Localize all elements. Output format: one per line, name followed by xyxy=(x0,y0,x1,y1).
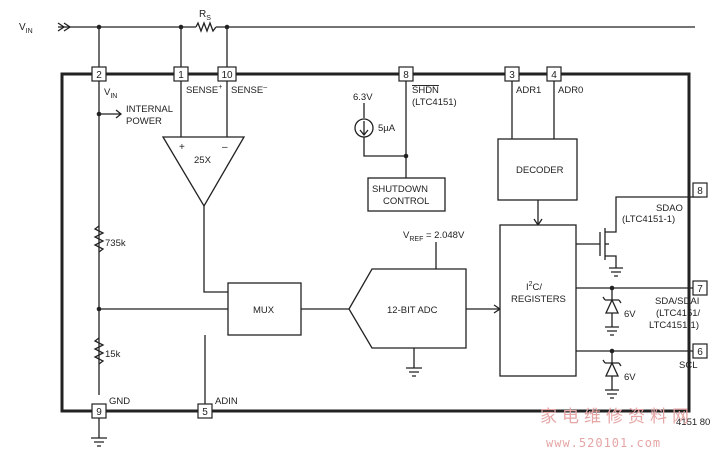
pin-1-number: 1 xyxy=(178,70,184,81)
decoder-block xyxy=(497,138,578,201)
sdao-label-1: SDAO xyxy=(656,203,683,214)
vin-arrow-icon xyxy=(57,22,72,32)
internal-power-label-1: INTERNAL xyxy=(126,104,173,115)
sdao-label-2: (LTC4151-1) xyxy=(622,214,675,225)
internal-power-label-2: POWER xyxy=(126,116,162,127)
pin-7 xyxy=(692,280,708,296)
pin-9-number: 9 xyxy=(96,407,102,418)
adc-output-arrow xyxy=(466,304,502,314)
adc-label: 12-BIT ADC xyxy=(387,305,438,316)
sda-label-2: (LTC4151/ xyxy=(656,308,701,319)
vin-pin-label: VIN xyxy=(104,87,117,100)
internal-power-arrow-icon xyxy=(99,109,123,119)
adr1-label: ADR1 xyxy=(516,85,541,96)
amplifier-25x xyxy=(161,136,246,208)
zener-6v-sda-label: 6V xyxy=(624,309,636,320)
pin-8-shdn-number: 8 xyxy=(403,70,409,81)
pin-10-number: 10 xyxy=(221,70,233,81)
shdn-label-2: (LTC4151) xyxy=(412,97,457,108)
pin-6-number: 6 xyxy=(697,347,703,358)
chip-outline xyxy=(60,72,691,413)
mux-label: MUX xyxy=(253,305,275,316)
decoder-arrow xyxy=(533,200,543,227)
pin-8-sdao-number: 8 xyxy=(697,186,703,197)
sense-plus-label: SENSE+ xyxy=(186,84,222,96)
r15-label: 15k xyxy=(105,349,121,360)
pin-8-sdao xyxy=(692,182,708,198)
shdn-label-1: SHDN xyxy=(412,85,439,96)
i2c-label: I2C/ xyxy=(526,281,542,293)
rs-label: RS xyxy=(199,9,211,22)
mux-block xyxy=(227,282,302,336)
shutdown-control-block xyxy=(367,177,446,212)
vref-label: VREF = 2.048V xyxy=(403,230,465,243)
r735-label: 735k xyxy=(105,238,126,249)
resistor-15k xyxy=(93,337,105,365)
amp-minus-label: – xyxy=(222,142,228,153)
current-arrow-icon xyxy=(359,121,369,137)
mosfet-ground-icon xyxy=(609,267,623,277)
rs-resistor xyxy=(195,21,217,33)
watermark-line-2: www.520101.com xyxy=(546,436,661,450)
adc-ground-icon xyxy=(406,367,422,377)
watermark-line-1: 家电维修资料网 xyxy=(540,407,694,427)
pin-3-number: 3 xyxy=(509,70,515,81)
zener-6v-scl-label: 6V xyxy=(624,372,636,383)
figure-id: 4151 80 xyxy=(676,417,710,428)
mosfet-icon xyxy=(599,212,617,268)
amp-plus-label: + xyxy=(179,142,185,153)
adr0-label: ADR0 xyxy=(558,85,583,96)
sda-label-3: LTC4151-1) xyxy=(649,320,699,331)
pin-4-number: 4 xyxy=(551,70,557,81)
sda-label-1: SDA/SDAI xyxy=(655,296,699,307)
registers-label: REGISTERS xyxy=(511,294,566,305)
shutdown-label-2: CONTROL xyxy=(383,196,429,207)
i5-label: 5µA xyxy=(378,123,396,134)
zener-6v-scl xyxy=(602,359,622,390)
sense-minus-label: SENSE– xyxy=(231,84,267,96)
adin-label: ADIN xyxy=(215,396,238,407)
scl-label: SCL xyxy=(679,360,697,371)
amp-gain-label: 25X xyxy=(194,155,212,166)
shutdown-label-1: SHUTDOWN xyxy=(372,184,428,195)
pin-6 xyxy=(692,343,708,359)
vin-input-label: VIN xyxy=(19,22,33,35)
resistor-735k xyxy=(93,225,105,253)
decoder-label: DECODER xyxy=(516,165,564,176)
pin-2-number: 2 xyxy=(96,70,102,81)
gnd-label: GND xyxy=(109,396,130,407)
pin-7-number: 7 xyxy=(697,284,703,295)
zener-6v-sda xyxy=(602,296,622,327)
i2c-registers-block xyxy=(499,224,577,377)
pin-5-number: 5 xyxy=(202,407,208,418)
pin-5 xyxy=(197,403,213,419)
ground-icon xyxy=(91,437,107,447)
v63-label: 6.3V xyxy=(353,92,373,103)
